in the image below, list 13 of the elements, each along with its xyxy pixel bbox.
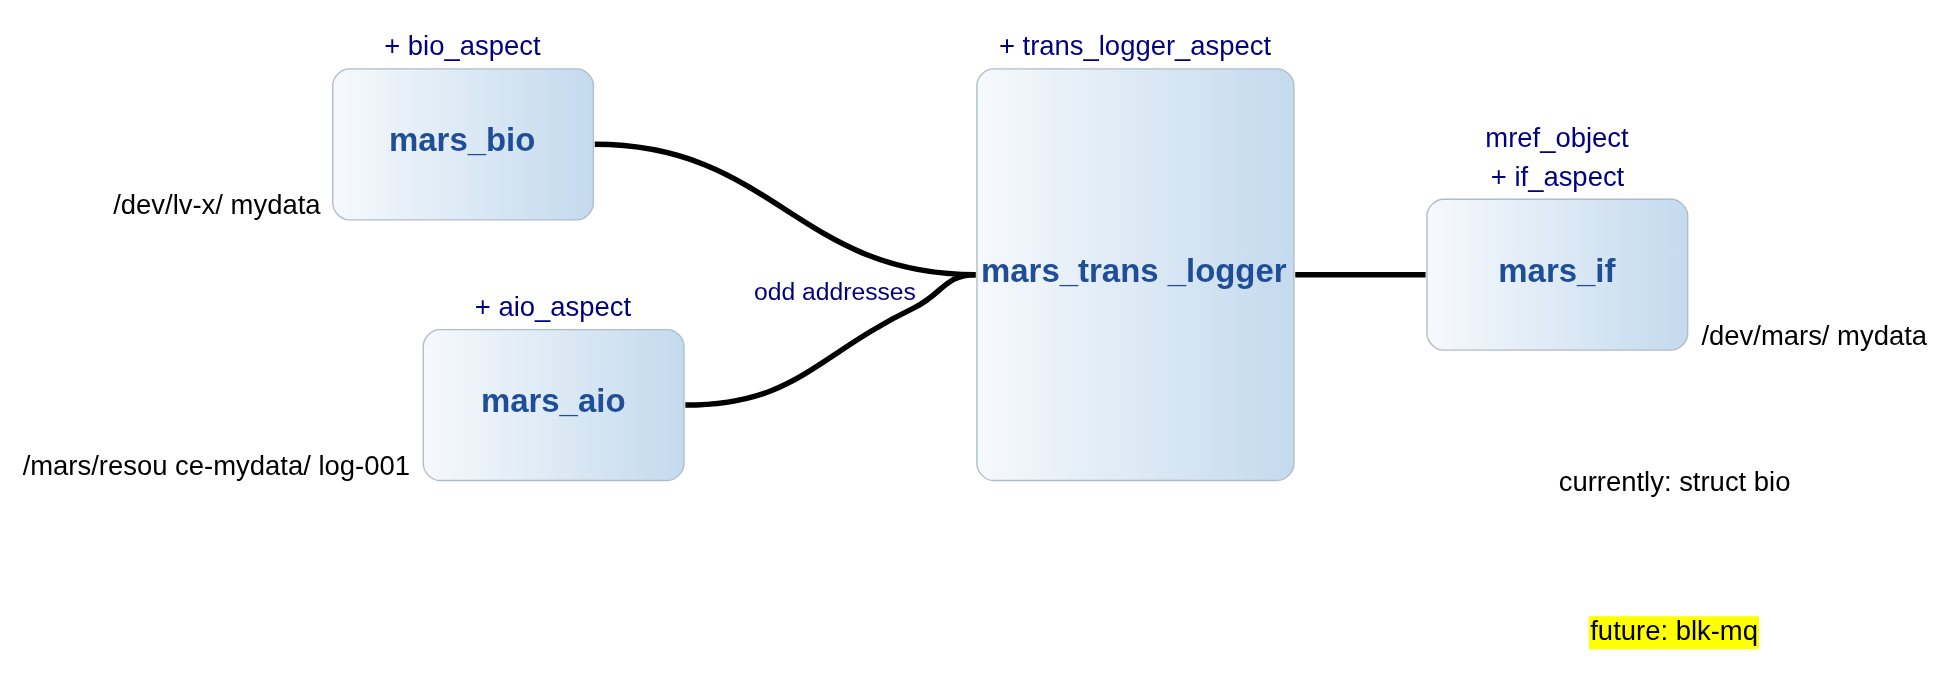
node-label: /mars/resou ce-mydata/ log-001 <box>22 450 410 482</box>
node-label: + bio_aspect <box>384 30 541 62</box>
node-label: + aio_aspect <box>474 290 632 322</box>
edge-label: odd addresses <box>753 277 916 305</box>
node-label: mref_object <box>1485 122 1629 154</box>
node-label: + if_aspect <box>1490 160 1625 192</box>
node-label: /dev/mars/ mydata <box>1701 319 1928 351</box>
node-label: /dev/lv-x/ mydata <box>113 189 321 221</box>
connector <box>685 271 976 408</box>
label: future: blk-mq <box>1590 614 1758 646</box>
label: currently: struct bio <box>1558 466 1791 498</box>
connector <box>1295 271 1426 278</box>
node-label: + trans_logger_aspect <box>998 30 1272 62</box>
